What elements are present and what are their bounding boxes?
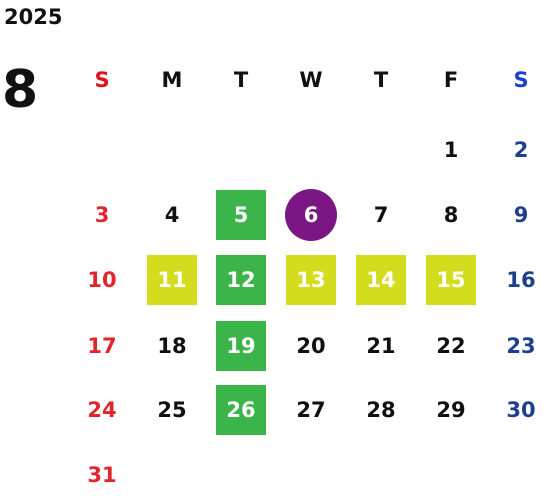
calendar-day-7[interactable]: 7 (373, 203, 389, 227)
year-label: 2025 (4, 5, 63, 29)
weekday-header: W (299, 68, 323, 92)
calendar-day-22[interactable]: 22 (436, 334, 466, 358)
weekday-header: S (513, 68, 529, 92)
weekday-header: F (443, 68, 459, 92)
calendar-day-26[interactable]: 26 (216, 385, 266, 435)
calendar-day-23[interactable]: 23 (506, 334, 536, 358)
calendar-day-14[interactable]: 14 (356, 255, 406, 305)
calendar-day-10[interactable]: 10 (87, 268, 117, 292)
calendar-day-31[interactable]: 31 (87, 463, 117, 487)
calendar-day-8[interactable]: 8 (443, 203, 459, 227)
calendar-day-29[interactable]: 29 (436, 398, 466, 422)
calendar-day-19[interactable]: 19 (216, 321, 266, 371)
calendar-day-2[interactable]: 2 (513, 138, 529, 162)
calendar-day-17[interactable]: 17 (87, 334, 117, 358)
calendar-day-12[interactable]: 12 (216, 255, 266, 305)
calendar-day-5[interactable]: 5 (216, 190, 266, 240)
calendar-day-4[interactable]: 4 (164, 203, 180, 227)
calendar-day-25[interactable]: 25 (157, 398, 187, 422)
calendar-day-9[interactable]: 9 (513, 203, 529, 227)
calendar-day-18[interactable]: 18 (157, 334, 187, 358)
calendar-day-11[interactable]: 11 (147, 255, 197, 305)
month-number: 8 (2, 60, 39, 120)
calendar-day-1[interactable]: 1 (443, 138, 459, 162)
weekday-header: M (161, 68, 183, 92)
calendar-day-30[interactable]: 30 (506, 398, 536, 422)
weekday-header: T (233, 68, 249, 92)
calendar-day-20[interactable]: 20 (296, 334, 326, 358)
calendar-day-24[interactable]: 24 (87, 398, 117, 422)
weekday-header: S (94, 68, 110, 92)
calendar-day-15[interactable]: 15 (426, 255, 476, 305)
calendar-day-28[interactable]: 28 (366, 398, 396, 422)
calendar-day-6[interactable]: 6 (285, 189, 337, 241)
calendar-day-27[interactable]: 27 (296, 398, 326, 422)
calendar-day-21[interactable]: 21 (366, 334, 396, 358)
weekday-header: T (373, 68, 389, 92)
calendar-day-16[interactable]: 16 (506, 268, 536, 292)
calendar-day-3[interactable]: 3 (94, 203, 110, 227)
calendar-day-13[interactable]: 13 (286, 255, 336, 305)
